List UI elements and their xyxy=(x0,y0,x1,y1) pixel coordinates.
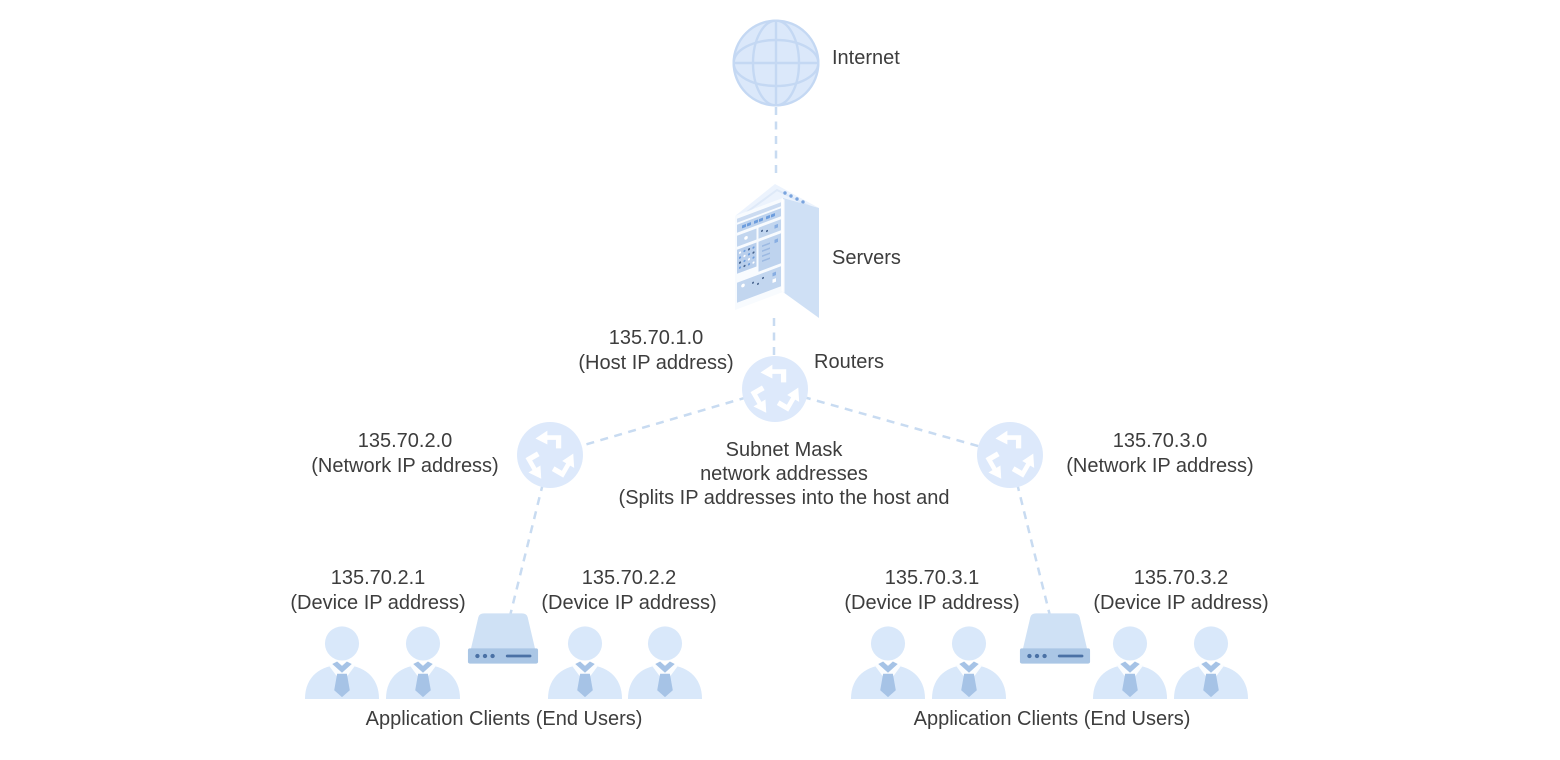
left-network-ip: 135.70.2.0 xyxy=(357,430,453,452)
right-device-b-label: 135.70.3.2 (Device IP address) xyxy=(1061,566,1301,616)
right-device-a-ip: 135.70.3.1 xyxy=(884,567,980,589)
user-icon xyxy=(850,624,926,700)
left-device-b-ip: 135.70.2.2 xyxy=(581,567,677,589)
link-router-right-router xyxy=(774,387,1011,457)
right-device-b-ip: 135.70.3.2 xyxy=(1133,567,1229,589)
subnet-note-line1: Subnet Mask xyxy=(725,439,843,461)
host-ip: 135.70.1.0 xyxy=(608,327,704,349)
user-icon xyxy=(304,624,380,700)
servers-label: Servers xyxy=(832,247,901,269)
switch-right-icon xyxy=(1019,610,1091,666)
right-device-a-label: 135.70.3.1 (Device IP address) xyxy=(812,566,1052,616)
right-device-b-caption: (Device IP address) xyxy=(1093,592,1269,614)
internet-label: Internet xyxy=(832,47,900,69)
internet-globe-icon xyxy=(730,17,822,109)
user-icon xyxy=(627,624,703,700)
user-icon xyxy=(931,624,1007,700)
user-icon xyxy=(1092,624,1168,700)
user-icon xyxy=(385,624,461,700)
left-network-ip-label: 135.70.2.0 (Network IP address) xyxy=(283,429,527,479)
left-device-a-ip: 135.70.2.1 xyxy=(330,567,426,589)
user-icon xyxy=(1173,624,1249,700)
right-network-caption: (Network IP address) xyxy=(1066,455,1254,477)
host-ip-caption: (Host IP address) xyxy=(578,352,734,374)
left-network-caption: (Network IP address) xyxy=(311,455,499,477)
left-device-a-caption: (Device IP address) xyxy=(290,592,466,614)
switch-left-icon xyxy=(467,610,539,666)
left-device-a-label: 135.70.2.1 (Device IP address) xyxy=(258,566,498,616)
right-network-ip: 135.70.3.0 xyxy=(1112,430,1208,452)
user-icon xyxy=(547,624,623,700)
server-rack-icon xyxy=(731,178,823,326)
link-router-left-router xyxy=(549,387,776,457)
routers-label: Routers xyxy=(814,351,885,373)
left-device-b-caption: (Device IP address) xyxy=(541,592,717,614)
left-device-b-label: 135.70.2.2 (Device IP address) xyxy=(509,566,749,616)
host-ip-label: 135.70.1.0 (Host IP address) xyxy=(536,326,776,376)
right-clients-label: Application Clients (End Users) xyxy=(913,708,1191,730)
right-network-ip-label: 135.70.3.0 (Network IP address) xyxy=(1038,429,1282,479)
subnet-mask-note: Subnet Mask network addresses (Splits IP… xyxy=(592,438,976,510)
subnet-note-line2: network addresses xyxy=(700,463,868,485)
router-right-icon xyxy=(977,422,1043,488)
right-device-a-caption: (Device IP address) xyxy=(844,592,1020,614)
left-clients-label: Application Clients (End Users) xyxy=(365,708,643,730)
subnet-note-line3: (Splits IP addresses into the host and xyxy=(618,487,950,509)
